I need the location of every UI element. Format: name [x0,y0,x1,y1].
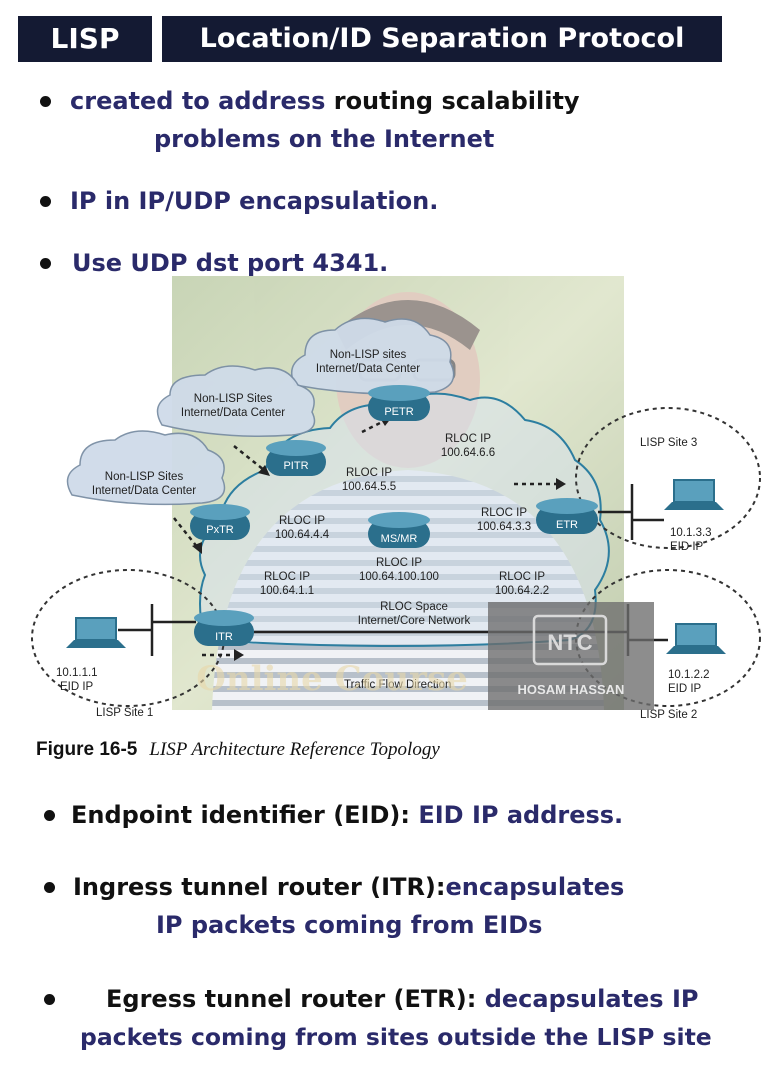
bullet-udp-port: Use UDP dst port 4341. [40,244,740,282]
header-title: Location/ID Separation Protocol [162,16,722,62]
bullet-dot [44,810,55,821]
cloud-label: Non-LISP Sites [194,393,273,405]
bullet-text: Use UDP dst port 4341. [72,249,389,277]
site2-eid: EID IP [668,683,702,695]
router-etr: ETR [536,498,598,534]
bullet-line2: problems on the Internet [154,125,495,153]
rloc-label: 100.64.100.100 [359,571,439,583]
router-label: PxTR [206,524,234,536]
bullet-rest: routing scalability [333,87,580,115]
router-msmr: MS/MR [368,512,430,548]
site2-ip: 10.1.2.2 [668,669,710,681]
brand-logo: NTC [547,630,592,655]
rloc-label: 100.64.1.1 [260,585,314,597]
rloc-label: RLOC IP [481,507,527,519]
laptop-icon [664,479,724,510]
cloud-nonlisp-mid [156,365,316,437]
bullet-lead: created to address [70,87,334,115]
site1-ip: 10.1.1.1 [56,667,98,679]
router-label: MS/MR [381,533,418,545]
rloc-label: RLOC IP [279,515,325,527]
cloud-nonlisp-left [66,430,226,506]
bullet-dot [44,994,55,1005]
router-pitr: PITR [266,440,326,476]
bullet-dot [40,96,51,107]
router-label: ETR [556,519,578,531]
figure-number: Figure 16-5 [36,739,138,760]
bullet-dot [40,196,51,207]
bullet-itr: Ingress tunnel router (ITR):encapsulates… [44,868,744,944]
bullet-rest: encapsulates [445,873,625,901]
site3-ip: 10.1.3.3 [670,527,712,539]
bullet-created: created to address routing scalability p… [40,82,740,158]
laptop-icon [66,617,126,648]
rloc-label: 100.64.6.6 [441,447,495,459]
bullet-rest: EID IP address. [418,801,624,829]
site2-label: LISP Site 2 [640,709,697,721]
lisp-site-3-boundary [575,407,761,549]
lisp-topology-diagram: Non-LISP sites Internet/Data Center Non-… [31,276,761,721]
bullet-lead: Egress tunnel router (ETR): [106,985,485,1013]
router-pxtr: PxTR [190,504,250,540]
router-itr: ITR [194,610,254,646]
rloc-label: 100.64.2.2 [495,585,549,597]
rloc-label: 100.64.4.4 [275,529,330,541]
bullet-lead: Endpoint identifier (EID): [71,801,419,829]
header-lisp: LISP [18,16,152,62]
arrowhead [258,465,270,476]
arrow-pitr [233,445,265,471]
site1-label: LISP Site 1 [96,707,153,719]
bullet-line2: packets coming from sites outside the LI… [80,1023,712,1051]
site3-eid: EID IP [670,541,704,553]
rloc-label: RLOC IP [346,467,392,479]
bullet-dot [40,258,51,269]
rloc-label: RLOC IP [445,433,491,445]
brand-box: NTC HOSAM HASSAN [488,602,654,710]
rloc-label: RLOC IP [264,571,310,583]
figure-caption: Figure 16-5 LISP Architecture Reference T… [36,738,440,761]
bullet-text: IP in IP/UDP encapsulation. [70,187,439,215]
bullet-etr: Egress tunnel router (ETR): decapsulates… [44,980,760,1056]
site3-label: LISP Site 3 [640,437,697,449]
bullet-eid: Endpoint identifier (EID): EID IP addres… [44,796,744,834]
cloud-label: Internet/Data Center [92,485,196,497]
bullet-line2: IP packets coming from EIDs [156,911,543,939]
figure-title: LISP Architecture Reference Topology [149,739,440,760]
rloc-label: 100.64.5.5 [342,481,396,493]
cloud-label: Non-LISP sites [330,349,407,361]
router-petr: PETR [368,385,430,421]
router-label: PETR [384,406,413,418]
bullet-dot [44,882,55,893]
cloud-label: Internet/Core Network [358,615,471,627]
bullet-encapsulation: IP in IP/UDP encapsulation. [40,182,740,220]
arrowhead [556,478,566,490]
brand-name: HOSAM HASSAN [518,682,625,697]
arrow-pxtr [173,517,199,549]
router-label: ITR [215,631,233,643]
rloc-label: 100.64.3.3 [477,521,531,533]
arrowhead [192,542,202,554]
router-label: PITR [283,460,308,472]
watermark-online-course: Online Course [196,659,468,699]
laptop-icon [666,623,726,654]
rloc-label: RLOC IP [499,571,545,583]
cloud-label: Internet/Data Center [181,407,285,419]
bullet-rest: decapsulates IP [484,985,699,1013]
rloc-label: RLOC IP [376,557,422,569]
site1-eid: EID IP [60,681,94,693]
cloud-label: Internet/Data Center [316,363,420,375]
arrowhead [234,649,244,661]
lisp-site-2-boundary [575,569,761,707]
cloud-label: Non-LISP Sites [105,471,184,483]
cloud-label: RLOC Space [380,601,448,613]
bullet-lead: Ingress tunnel router (ITR): [73,873,446,901]
traffic-flow-label: Traffic Flow Direction [344,679,451,691]
